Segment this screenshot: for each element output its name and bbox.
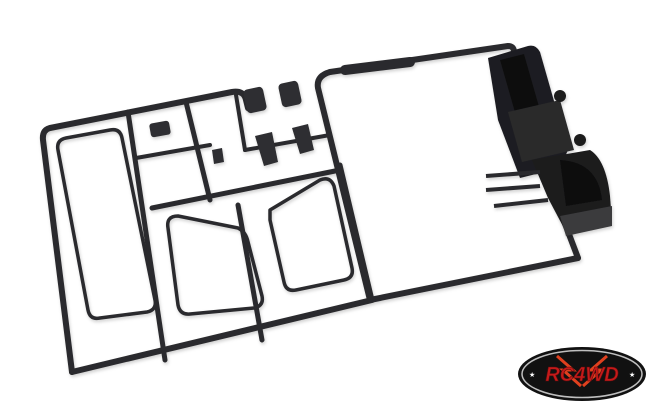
pedal-pads [149,80,314,166]
svg-text:★: ★ [529,371,535,379]
rc4wd-logo: ★ ★ RC4WD [518,347,646,401]
dashboard-assembly [485,45,612,236]
logo-text: RC4WD [545,364,618,386]
svg-text:★: ★ [629,371,635,379]
